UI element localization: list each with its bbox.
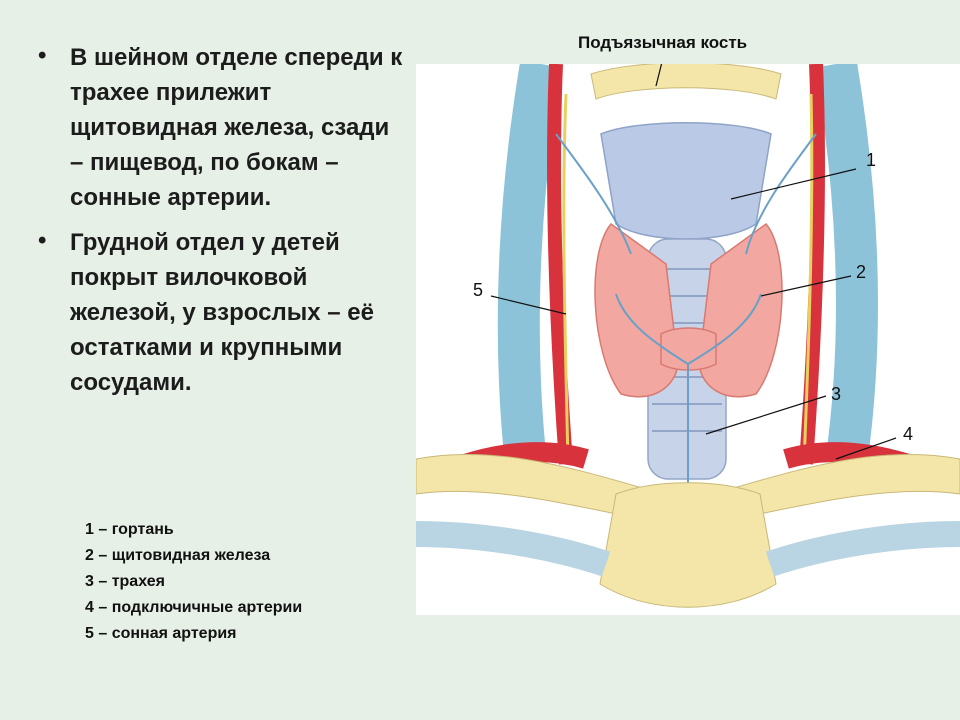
bullet-marker: •	[38, 227, 47, 254]
label-2: 2	[856, 262, 867, 282]
pointer-2	[760, 275, 852, 297]
legend-item: 5 – сонная артерия	[85, 625, 237, 642]
bullet-text: В шейном отделе спереди к трахее прилежи…	[70, 44, 403, 211]
hyoid-bone	[590, 64, 782, 100]
legend-item: 4 – подключичные артерии	[85, 599, 303, 616]
hyoid-bone-label: Подъязычная кость	[578, 33, 748, 52]
neck-anatomy-drawing	[416, 64, 960, 608]
label-1: 1	[866, 150, 877, 170]
right-rib	[765, 521, 960, 577]
right-clavicle	[729, 453, 960, 520]
left-carotid-artery	[547, 64, 573, 465]
thyroid-left-lobe	[594, 222, 679, 398]
legend-item: 3 – трахея	[85, 573, 165, 590]
label-3: 3	[831, 384, 842, 404]
pointer-4	[835, 437, 897, 460]
thyroid-right-lobe	[698, 222, 783, 398]
right-carotid-artery	[799, 64, 825, 465]
bullet-list: • В шейном отделе спереди к трахее приле…	[30, 40, 405, 410]
legend-item: 1 – гортань	[85, 521, 174, 538]
bullet-text: Грудной отдел у детей покрыт вилочковой …	[70, 229, 374, 396]
sternum	[599, 482, 777, 608]
label-5: 5	[473, 280, 484, 300]
label-4: 4	[903, 424, 914, 444]
left-nerve	[562, 93, 570, 465]
thyroid-isthmus	[660, 327, 717, 371]
pointer-hyoid	[655, 64, 663, 87]
bullet-item: • В шейном отделе спереди к трахее приле…	[30, 40, 405, 215]
bullet-marker: •	[38, 42, 47, 69]
pointer-3	[705, 395, 827, 435]
left-jugular-vein	[497, 64, 562, 467]
legend: 1 – гортань 2 – щитовидная железа 3 – тр…	[85, 517, 302, 647]
larynx	[600, 122, 772, 240]
right-jugular-vein	[815, 64, 878, 467]
left-clavicle	[416, 453, 647, 520]
anatomy-illustration: 1 2 3 4 5	[416, 64, 960, 615]
pointer-5	[490, 295, 567, 315]
left-rib	[416, 521, 611, 577]
right-nerve	[802, 93, 814, 465]
legend-item: 2 – щитовидная железа	[85, 547, 271, 564]
bullet-item: • Грудной отдел у детей покрыт вилочково…	[30, 225, 405, 400]
pointer-1	[730, 168, 857, 200]
